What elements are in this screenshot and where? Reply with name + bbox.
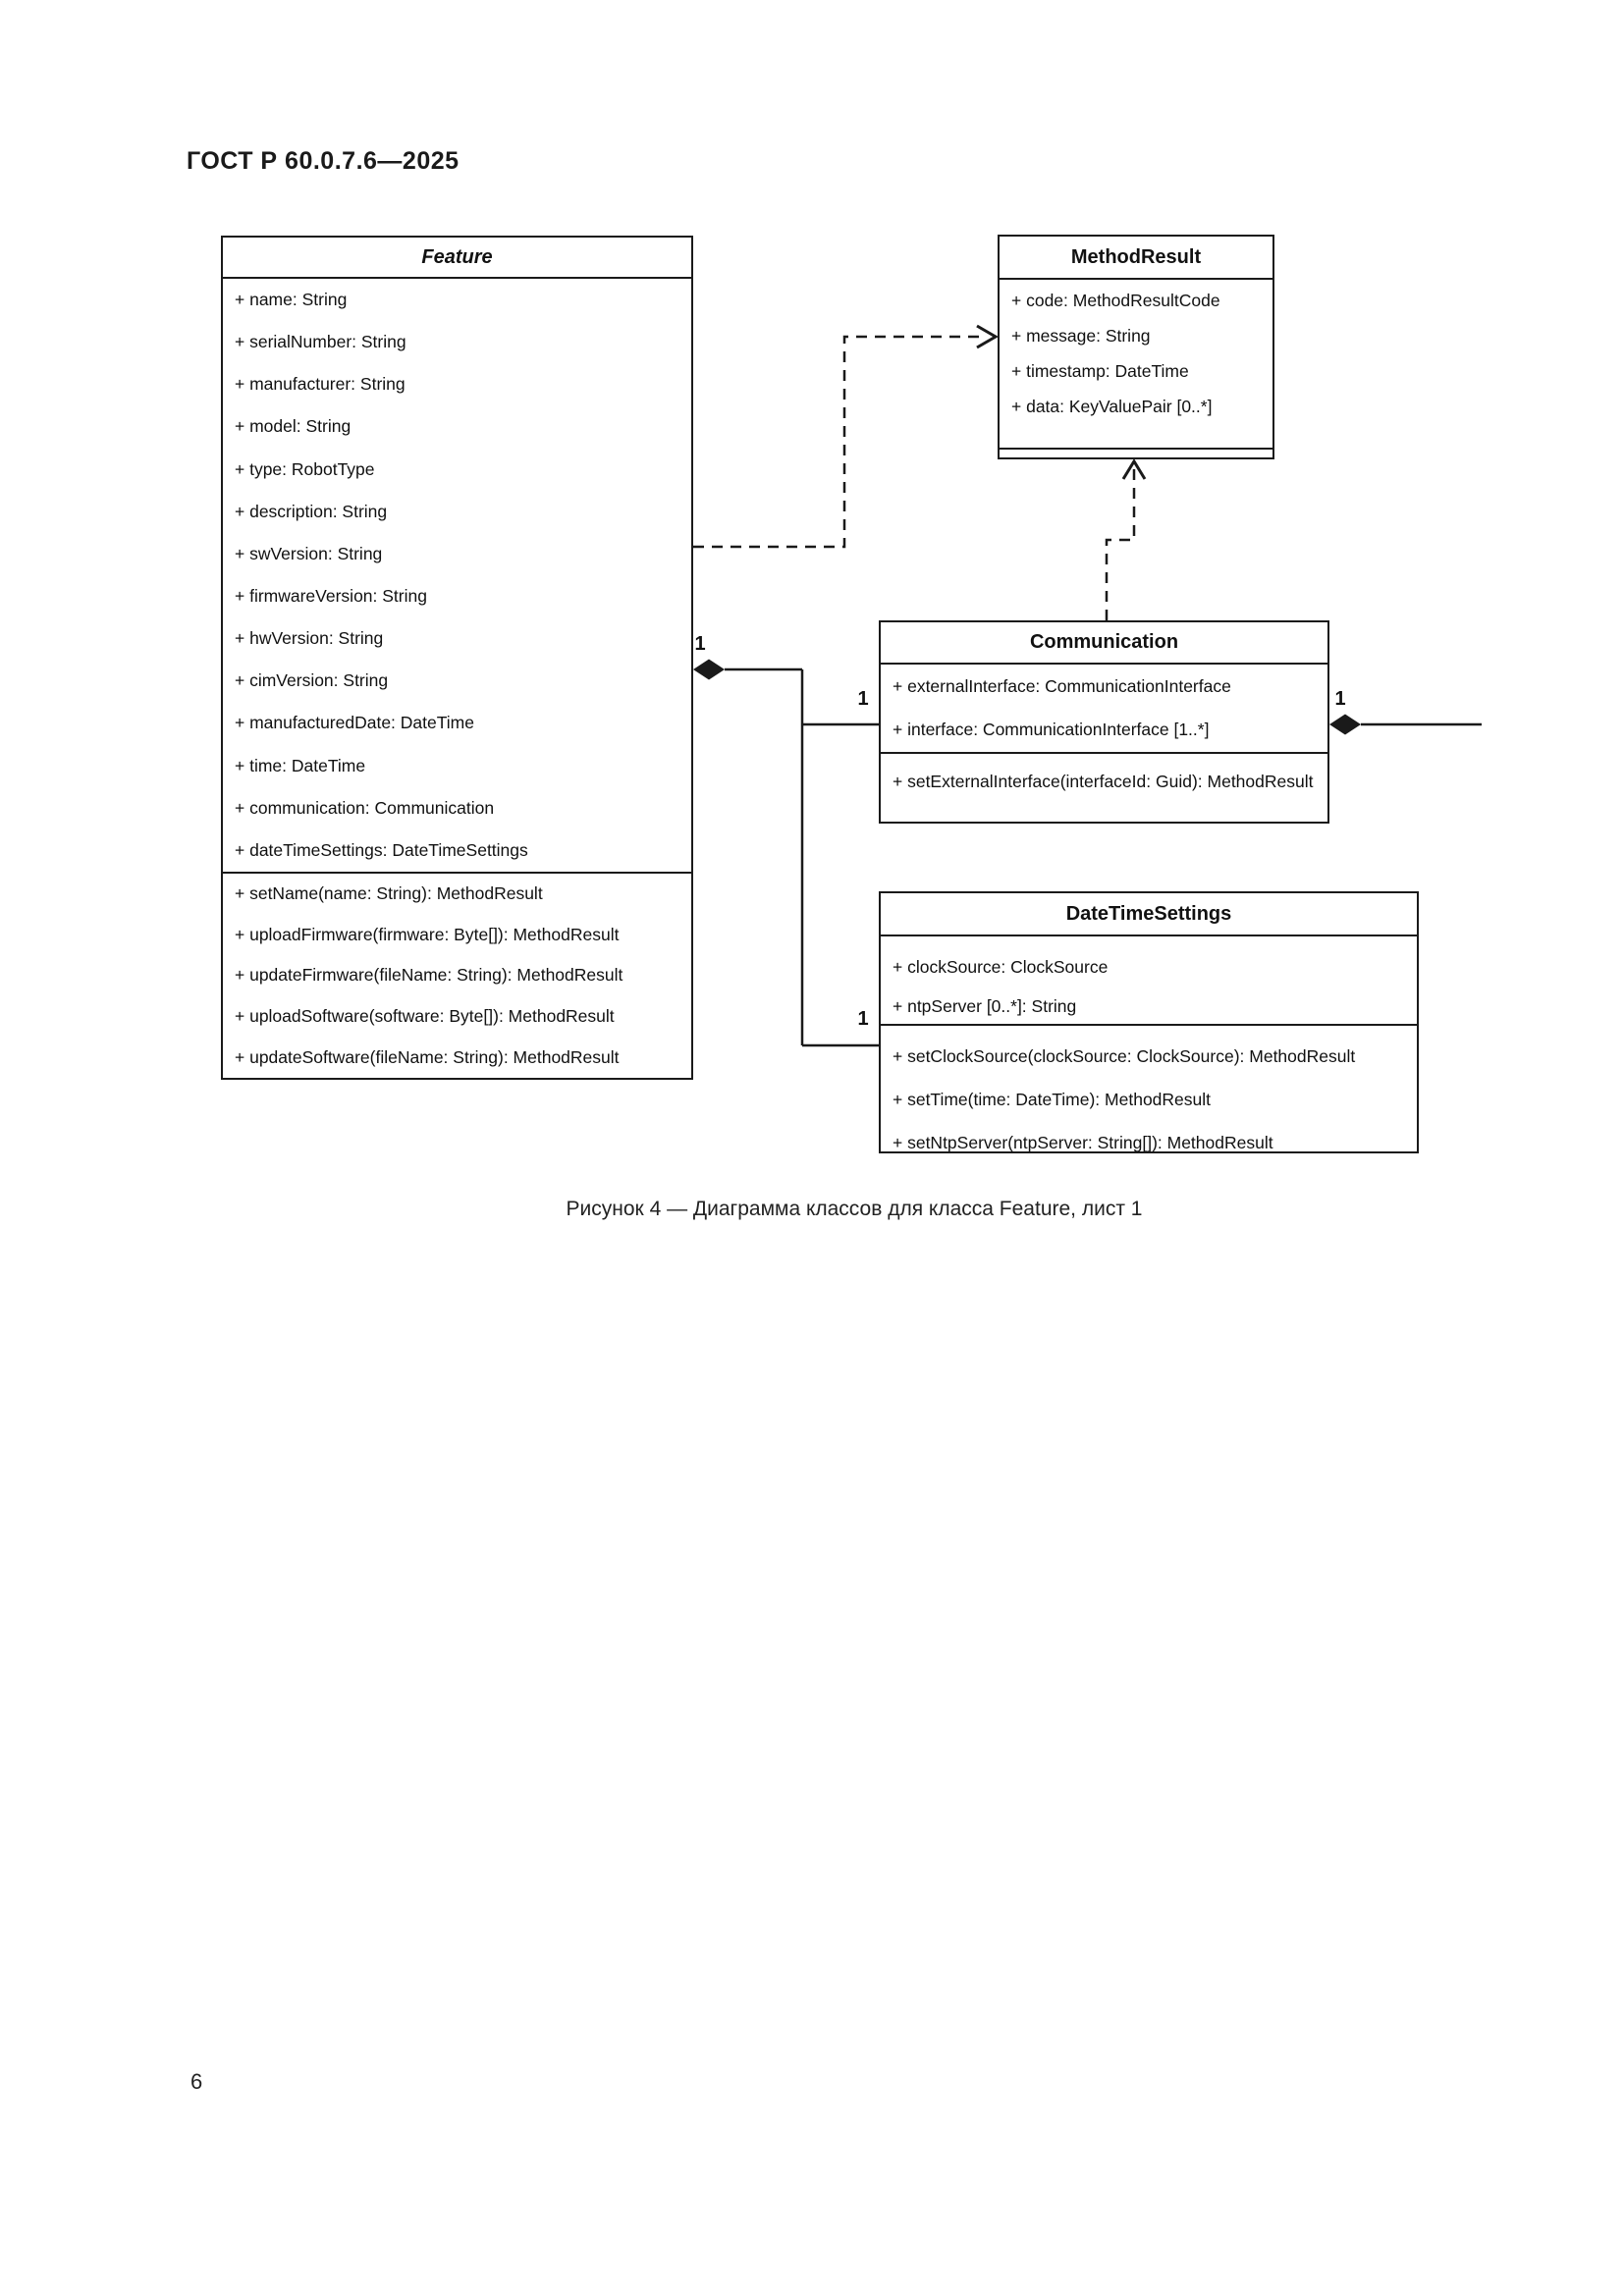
uml-attribute: + firmwareVersion: String [235, 586, 427, 607]
document-header: ГОСТ Р 60.0.7.6—2025 [187, 147, 460, 175]
uml-attribute: + description: String [235, 501, 388, 521]
class-datetimesettings-attributes: + clockSource: ClockSource + ntpServer [… [881, 934, 1417, 1024]
class-box-datetimesettings: DateTimeSettings + clockSource: ClockSou… [879, 891, 1419, 1153]
dependency-arrow-icon [976, 324, 999, 349]
uml-attribute: + serialNumber: String [235, 332, 406, 352]
dependency-line-communication-methodresult [1105, 469, 1136, 620]
class-feature-methods: + setName(name: String): MethodResult + … [223, 872, 691, 1078]
uml-attribute: + type: RobotType [235, 458, 375, 479]
uml-method: + setName(name: String): MethodResult [235, 883, 543, 904]
class-methodresult-methods [1000, 448, 1272, 457]
multiplicity-label: 1 [1334, 688, 1346, 710]
uml-attribute: + dateTimeSettings: DateTimeSettings [235, 839, 528, 860]
composition-diamond-icon [693, 659, 725, 680]
uml-method: + setExternalInterface(interfaceId: Guid… [893, 772, 1314, 791]
uml-attribute: + manufacturedDate: DateTime [235, 713, 474, 733]
association-line-feature-trunk [725, 667, 879, 1047]
class-title-feature: Feature [421, 245, 493, 268]
uml-attribute: + model: String [235, 416, 352, 437]
figure-caption: Рисунок 4 — Диаграмма классов для класса… [566, 1198, 1143, 1220]
page-number: 6 [190, 2069, 203, 2094]
uml-attribute: + cimVersion: String [235, 670, 389, 691]
uml-attribute: + message: String [1011, 325, 1151, 346]
uml-attribute: + ntpServer [0..*]: String [893, 995, 1077, 1016]
uml-attribute: + interface: CommunicationInterface [1..… [893, 720, 1210, 740]
class-communication-methods: + setExternalInterface(interfaceId: Guid… [881, 752, 1327, 822]
class-communication-attributes: + externalInterface: CommunicationInterf… [881, 663, 1327, 752]
uml-method: + setNtpServer(ntpServer: String[]): Met… [893, 1132, 1273, 1152]
uml-attribute: + externalInterface: CommunicationInterf… [893, 675, 1231, 696]
uml-attribute: + code: MethodResultCode [1011, 290, 1220, 310]
uml-attribute: + time: DateTime [235, 755, 366, 775]
uml-attribute: + manufacturer: String [235, 374, 406, 395]
uml-method: + setClockSource(clockSource: ClockSourc… [893, 1045, 1356, 1066]
uml-method: + updateSoftware(fileName: String): Meth… [235, 1046, 620, 1067]
multiplicity-label: 1 [857, 688, 869, 710]
uml-attribute: + hwVersion: String [235, 628, 384, 649]
dependency-line-feature-methodresult [693, 335, 986, 549]
class-box-feature: Feature + name: String + serialNumber: S… [221, 236, 693, 1080]
uml-attribute: + communication: Communication [235, 797, 495, 818]
class-box-methodresult: MethodResult + code: MethodResultCode + … [998, 235, 1274, 459]
uml-method: + uploadSoftware(software: Byte[]): Meth… [235, 1006, 615, 1027]
uml-attribute: + swVersion: String [235, 543, 383, 563]
dependency-arrow-icon [1121, 458, 1147, 480]
class-datetimesettings-methods: + setClockSource(clockSource: ClockSourc… [881, 1024, 1417, 1152]
multiplicity-label: 1 [857, 1008, 869, 1030]
uml-attribute: + timestamp: DateTime [1011, 360, 1189, 381]
multiplicity-label: 1 [694, 633, 706, 655]
uml-attribute: + data: KeyValuePair [0..*] [1011, 396, 1213, 416]
uml-method: + uploadFirmware(firmware: Byte[]): Meth… [235, 924, 620, 944]
class-methodresult-attributes: + code: MethodResultCode + message: Stri… [1000, 278, 1272, 448]
uml-attribute: + name: String [235, 290, 348, 310]
composition-diamond-icon [1329, 714, 1361, 735]
uml-method: + setTime(time: DateTime): MethodResult [893, 1089, 1212, 1109]
uml-attribute: + clockSource: ClockSource [893, 956, 1109, 977]
class-feature-attributes: + name: String + serialNumber: String + … [223, 277, 691, 872]
class-title-communication: Communication [1029, 631, 1179, 653]
class-title-methodresult: MethodResult [1070, 245, 1202, 268]
uml-method: + updateFirmware(fileName: String): Meth… [235, 965, 623, 986]
class-title-datetimesettings: DateTimeSettings [1065, 902, 1232, 925]
class-box-communication: Communication + externalInterface: Commu… [879, 620, 1329, 824]
